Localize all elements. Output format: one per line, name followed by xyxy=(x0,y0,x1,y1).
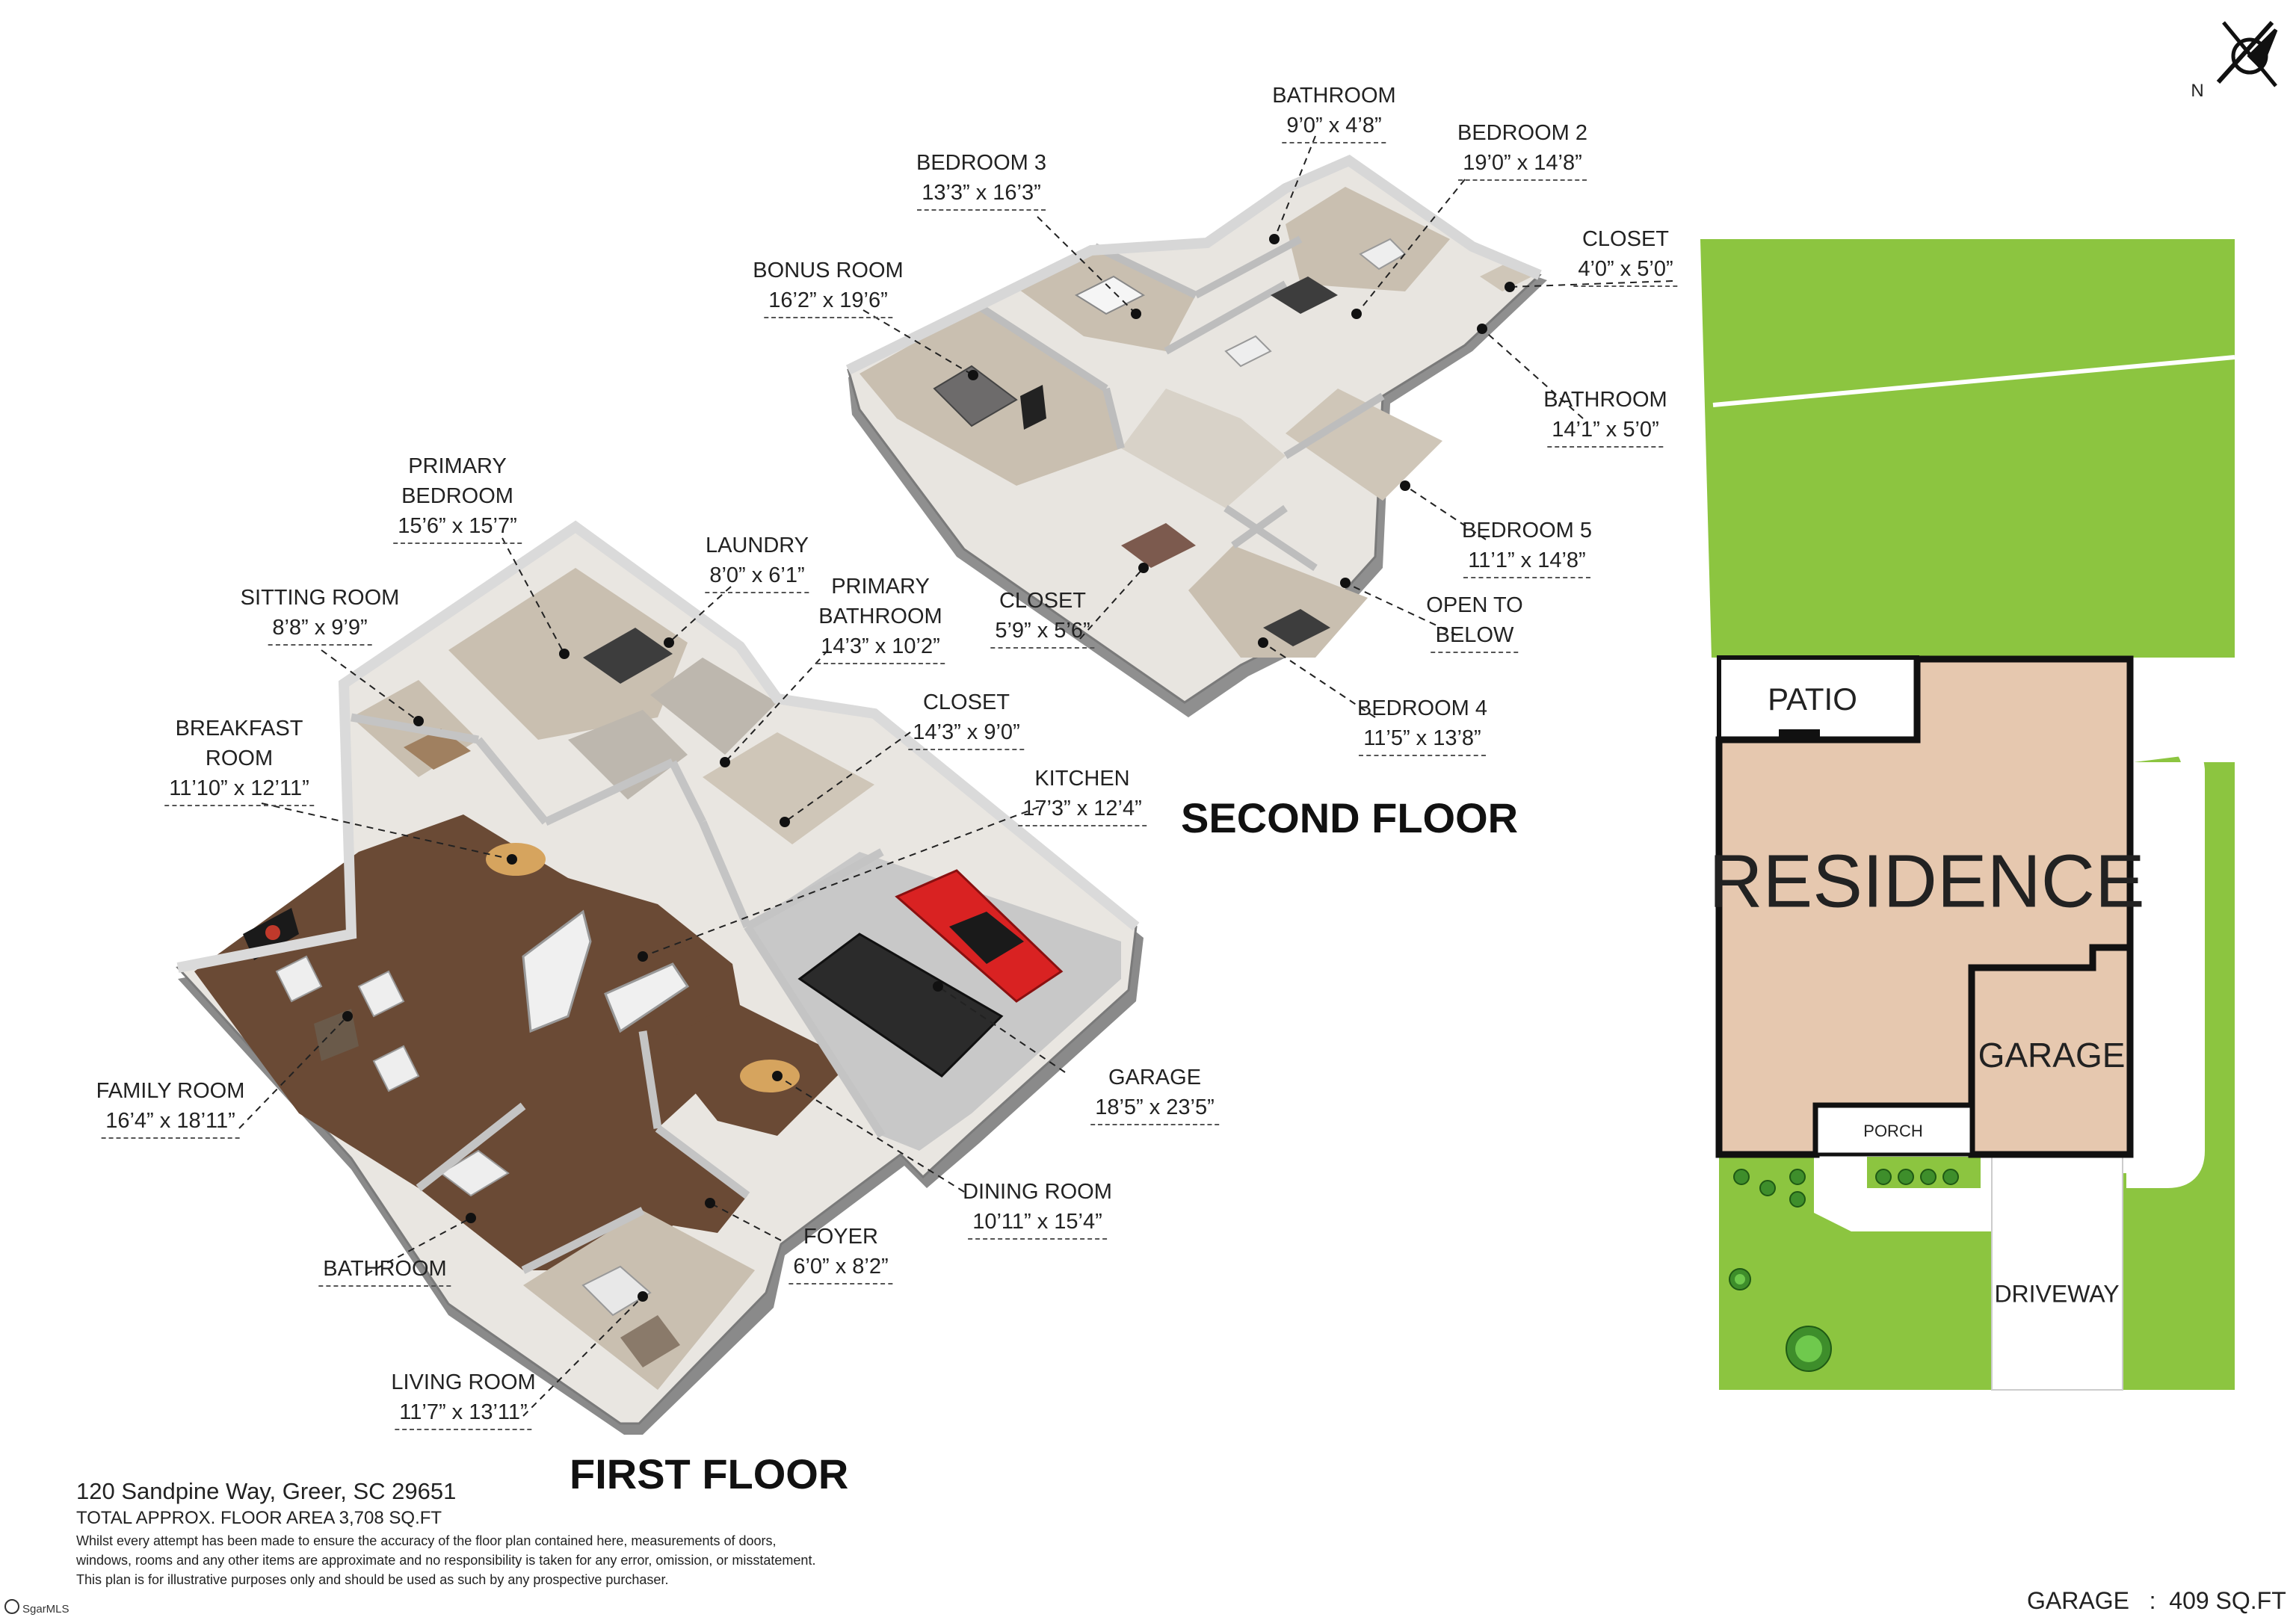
room-label-garage: GARAGE 18’5” x 23’5” xyxy=(1090,1063,1219,1125)
room-label-living-room: LIVING ROOM 11’7” x 13’11” xyxy=(391,1367,536,1430)
compass-north-label: N xyxy=(2191,81,2204,101)
room-label-closet-upper: CLOSET 4’0” x 5’0” xyxy=(1573,224,1678,287)
room-label-bedroom-4: BEDROOM 4 11’5” x 13’8” xyxy=(1357,693,1487,756)
room-label-primary-bedroom: PRIMARY BEDROOM 15’6” x 15’7” xyxy=(393,451,522,544)
room-label-dining-room: DINING ROOM 10’11” x 15’4” xyxy=(963,1177,1112,1240)
room-marker-dots xyxy=(342,234,1515,1302)
garage-area: GARAGE : 409 SQ.FT xyxy=(2027,1587,2286,1614)
room-label-bathroom-first: BATHROOM xyxy=(318,1254,451,1287)
room-label-open-to-below: OPEN TO BELOW xyxy=(1426,590,1523,653)
disclaimer-line-3: This plan is for illustrative purposes o… xyxy=(76,1572,669,1587)
site-porch-label: PORCH xyxy=(1863,1122,1923,1140)
total-floor-area: TOTAL APPROX. FLOOR AREA 3,708 SQ.FT xyxy=(76,1508,442,1528)
disclaimer-line-2: windows, rooms and any other items are a… xyxy=(76,1553,816,1568)
room-label-laundry: LAUNDRY 8’0” x 6’1” xyxy=(705,531,809,593)
room-label-bedroom-2: BEDROOM 2 19’0” x 14’8” xyxy=(1457,118,1587,181)
room-label-bonus-room: BONUS ROOM 16’2” x 19’6” xyxy=(753,256,904,318)
svg-text:SgarMLS: SgarMLS xyxy=(22,1603,70,1616)
room-label-closet-mid: CLOSET 5’9” x 5’6” xyxy=(990,586,1095,649)
site-residence-label: RESIDENCE xyxy=(1709,839,2145,924)
room-label-closet-first: CLOSET 14’3” x 9’0” xyxy=(908,687,1025,750)
second-floor-title: SECOND FLOOR xyxy=(1181,794,1519,841)
room-label-breakfast-room: BREAKFAST ROOM 11’10” x 12’11” xyxy=(164,714,314,806)
room-label-family-room: FAMILY ROOM 16’4” x 18’11” xyxy=(96,1076,244,1139)
room-leader-lines xyxy=(238,135,1673,1417)
disclaimer-line-1: Whilst every attempt has been made to en… xyxy=(76,1533,777,1548)
second-floor-plan xyxy=(845,155,1547,717)
first-floor-title: FIRST FLOOR xyxy=(570,1450,849,1497)
site-garage-label: GARAGE xyxy=(1978,1036,2126,1075)
site-patio-label: PATIO xyxy=(1768,681,1857,717)
site-driveway-label: DRIVEWAY xyxy=(1994,1280,2120,1308)
mls-logo: SgarMLS xyxy=(4,1599,70,1616)
compass-icon xyxy=(2216,20,2278,87)
room-label-primary-bathroom: PRIMARY BATHROOM 14’3” x 10’2” xyxy=(816,572,945,664)
room-label-bedroom-5: BEDROOM 5 11’1” x 14’8” xyxy=(1462,516,1592,578)
room-label-sitting-room: SITTING ROOM 8’8” x 9’9” xyxy=(241,583,399,646)
room-label-bathroom-right: BATHROOM 14’1” x 5’0” xyxy=(1543,385,1667,448)
room-label-bedroom-3: BEDROOM 3 13’3” x 16’3” xyxy=(916,148,1046,211)
room-label-bathroom-upper: BATHROOM 9’0” x 4’8” xyxy=(1272,81,1396,143)
site-plan xyxy=(1700,239,2235,1391)
room-label-kitchen: KITCHEN 17’3” x 12’4” xyxy=(1018,764,1147,826)
first-floor-plan xyxy=(176,520,1144,1435)
property-address: 120 Sandpine Way, Greer, SC 29651 xyxy=(76,1478,457,1504)
room-label-foyer: FOYER 6’0” x 8’2” xyxy=(789,1222,893,1285)
